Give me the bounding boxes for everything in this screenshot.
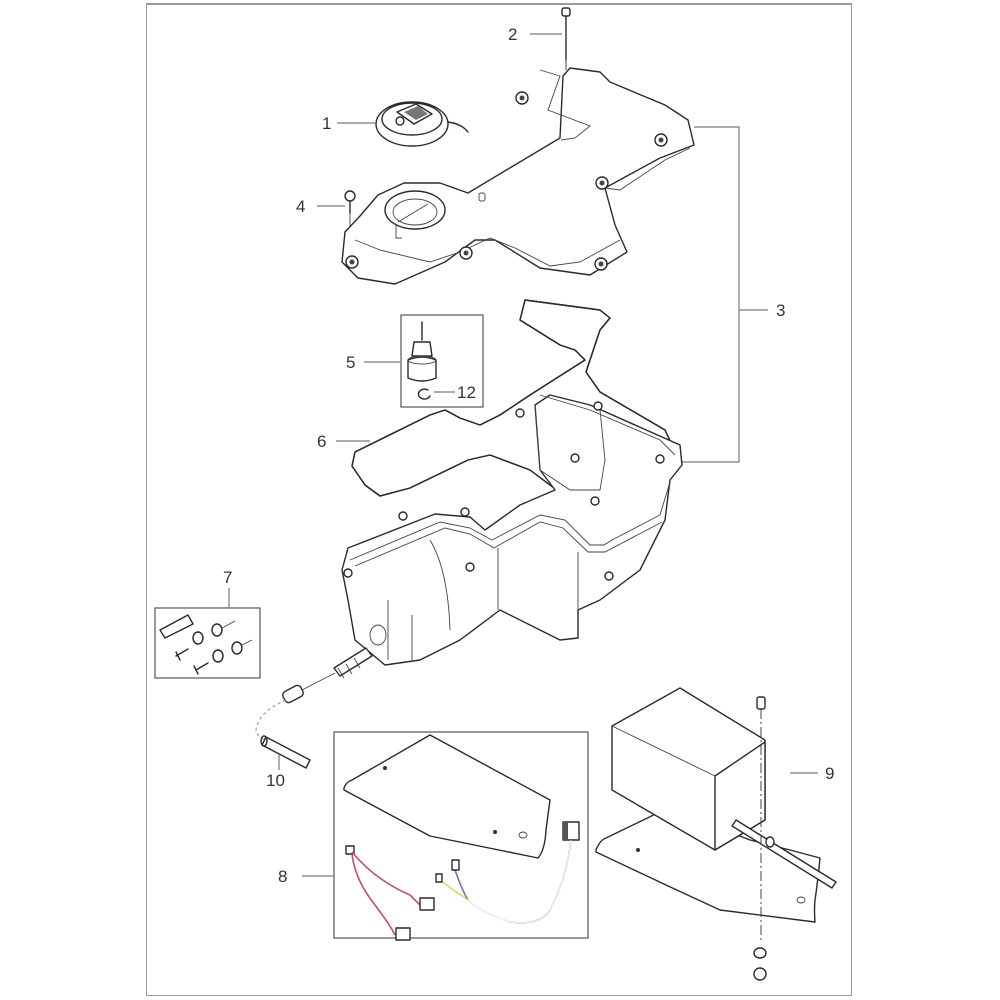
callout-7[interactable]: 7: [223, 568, 232, 587]
part-9-heater-block[interactable]: [595, 687, 837, 981]
part-1-filler-cap[interactable]: [375, 101, 469, 147]
part-6-gasket[interactable]: [351, 299, 673, 501]
oil-pan[interactable]: [341, 394, 683, 666]
hose-route: [255, 699, 287, 741]
callout-3-bracket: [680, 126, 768, 463]
hose-coupling[interactable]: [281, 684, 304, 704]
callout-9[interactable]: 9: [825, 764, 834, 783]
valve-cover[interactable]: [341, 67, 695, 285]
callout-1[interactable]: 1: [322, 114, 331, 133]
part-7-box: [154, 607, 261, 679]
part-5-box: [400, 314, 484, 408]
cover-lugs: [345, 91, 668, 271]
drain-fitting[interactable]: [333, 647, 373, 679]
part-10-hose[interactable]: [260, 735, 311, 769]
part-5-oil-level-sensor[interactable]: [407, 321, 437, 382]
part-8-wire-harness[interactable]: [345, 821, 580, 941]
pan-bosses: [343, 401, 665, 581]
connector-line: [301, 672, 336, 691]
callout-10[interactable]: 10: [266, 771, 285, 790]
callout-3[interactable]: 3: [776, 301, 785, 320]
callout-4[interactable]: 4: [296, 197, 305, 216]
part-8-heater-pad[interactable]: [343, 734, 551, 859]
callout-5[interactable]: 5: [346, 353, 355, 372]
callout-6[interactable]: 6: [317, 432, 326, 451]
part-8-box: [333, 731, 589, 939]
callout-12[interactable]: 12: [457, 383, 476, 402]
part-12-clip[interactable]: [417, 388, 431, 400]
callout-2[interactable]: 2: [508, 25, 517, 44]
part-7-fittings[interactable]: [159, 614, 253, 675]
callout-8[interactable]: 8: [278, 867, 287, 886]
